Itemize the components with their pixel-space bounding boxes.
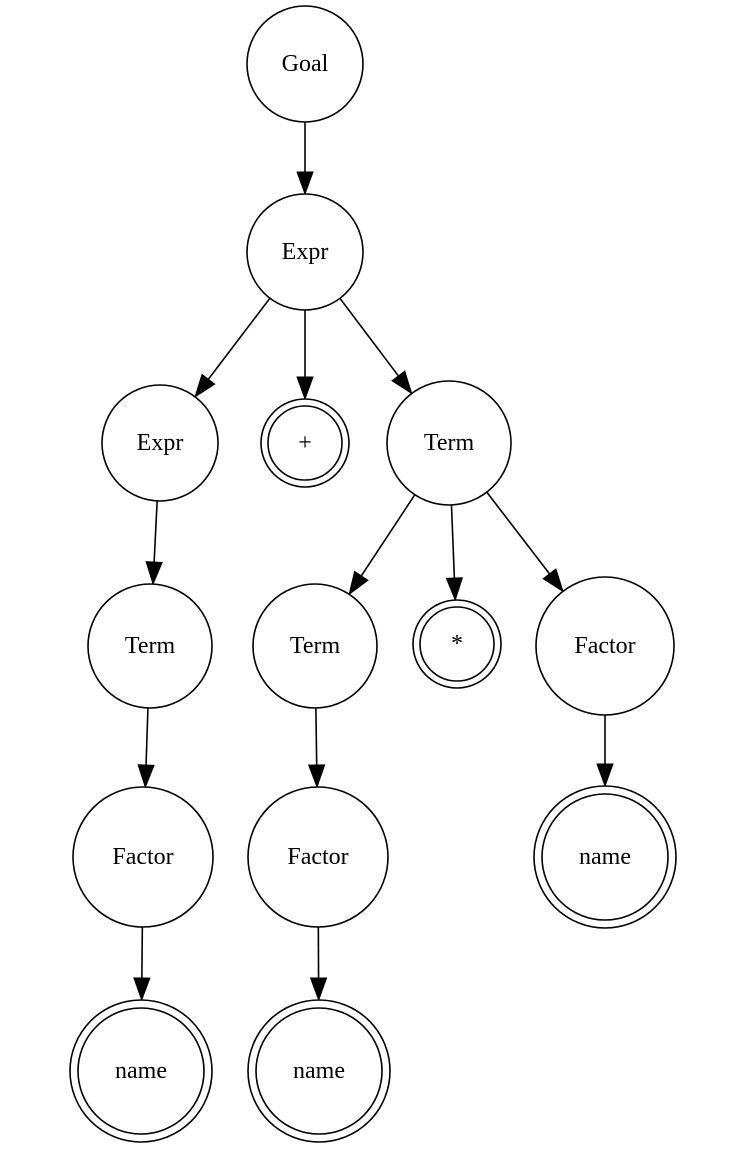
arrowhead-icon (348, 570, 369, 596)
node-label: name (579, 844, 631, 870)
arrowhead-icon (391, 370, 413, 395)
arrowhead-icon (309, 977, 328, 1002)
arrowhead-icon (445, 577, 464, 602)
nonterminal-node-n10: Factor (535, 576, 675, 716)
edge-n4-n10 (486, 491, 564, 593)
node-label: + (298, 430, 312, 456)
node-label: Term (424, 430, 475, 456)
node-outer-circle (246, 193, 364, 311)
arrowhead-icon (137, 764, 155, 789)
node-outer-circle (260, 398, 350, 488)
node-label: Expr (282, 239, 329, 265)
nonterminal-node-n2: Expr (101, 384, 219, 502)
edge-n6-n7 (133, 926, 151, 1002)
node-label: Expr (137, 430, 184, 456)
arrowhead-icon (542, 568, 564, 593)
edge-n2-n5 (145, 500, 163, 586)
nonterminal-node-n6: Factor (72, 786, 214, 928)
edge-line (315, 707, 318, 766)
node-outer-circle (412, 599, 502, 689)
terminal-node-n7: name (69, 999, 213, 1143)
edge-line (486, 491, 551, 575)
arrowhead-icon (596, 763, 614, 788)
node-outer-circle (533, 785, 677, 929)
node-outer-circle (252, 583, 378, 709)
node-label: Factor (287, 844, 348, 870)
node-inner-circle (541, 793, 669, 921)
nonterminal-node-n1: Expr (246, 193, 364, 311)
edge-n4-n8 (348, 494, 416, 596)
terminal-node-n3: + (260, 398, 350, 488)
arrowhead-icon (307, 764, 326, 789)
edge-line (339, 297, 400, 377)
edge-n8-n11 (307, 707, 326, 789)
edge-n1-n4 (339, 297, 413, 395)
node-outer-circle (247, 999, 391, 1143)
nonterminal-node-n4: Term (386, 380, 512, 506)
node-label: Factor (112, 844, 173, 870)
edge-n1-n2 (194, 297, 271, 398)
node-outer-circle (246, 5, 364, 123)
node-inner-circle (419, 606, 495, 682)
nonterminal-node-n11: Factor (247, 786, 389, 928)
node-outer-circle (535, 576, 675, 716)
node-outer-circle (72, 786, 214, 928)
edge-line (207, 297, 271, 380)
nonterminal-node-n0: Goal (246, 5, 364, 123)
nonterminal-node-n5: Term (87, 583, 213, 709)
arrowhead-icon (194, 373, 216, 398)
node-outer-circle (247, 786, 389, 928)
arrowhead-icon (296, 171, 314, 196)
node-outer-circle (69, 999, 213, 1143)
node-outer-circle (87, 583, 213, 709)
node-outer-circle (386, 380, 512, 506)
parse-tree-edges (133, 122, 614, 1002)
node-label: name (293, 1058, 345, 1084)
parse-tree-nodes: GoalExprExpr+TermTermFactornameTerm*Fact… (69, 5, 677, 1143)
arrowhead-icon (145, 561, 163, 586)
edge-n11-n12 (309, 926, 328, 1002)
edge-n10-n13 (596, 715, 614, 788)
node-label: Term (290, 633, 341, 659)
edge-line (153, 500, 158, 563)
node-label: * (451, 631, 463, 657)
node-label: Goal (282, 51, 329, 77)
node-outer-circle (101, 384, 219, 502)
node-inner-circle (267, 405, 343, 481)
edge-n5-n6 (137, 707, 155, 789)
arrowhead-icon (296, 376, 314, 401)
arrowhead-icon (133, 977, 151, 1002)
edge-n0-n1 (296, 122, 314, 196)
edge-n1-n3 (296, 310, 314, 401)
node-label: name (115, 1058, 167, 1084)
terminal-node-n12: name (247, 999, 391, 1143)
node-label: Factor (574, 633, 635, 659)
terminal-node-n9: * (412, 599, 502, 689)
terminal-node-n13: name (533, 785, 677, 929)
node-inner-circle (77, 1007, 205, 1135)
edge-line (450, 504, 456, 579)
edge-line (145, 707, 149, 766)
node-inner-circle (255, 1007, 383, 1135)
node-label: Term (125, 633, 176, 659)
edge-n4-n9 (445, 504, 464, 602)
nonterminal-node-n8: Term (252, 583, 378, 709)
edge-line (360, 494, 416, 577)
